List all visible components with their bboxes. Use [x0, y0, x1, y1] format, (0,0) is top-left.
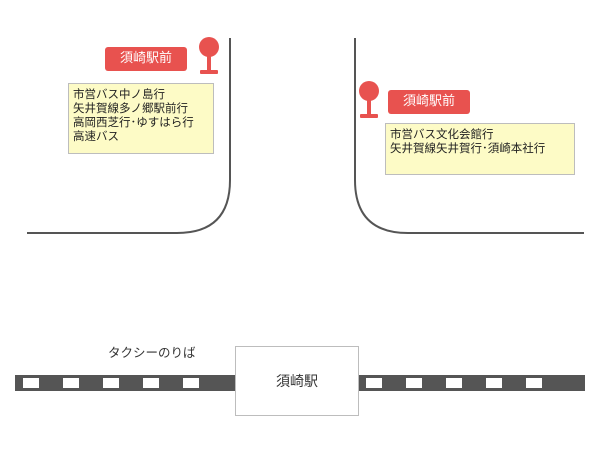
- station-name: 須崎駅: [276, 374, 318, 390]
- route-item: 市営バス文化会館行: [390, 127, 494, 141]
- bus-stop-label: 須崎駅前: [105, 47, 187, 71]
- bus-stop-label: 須崎駅前: [388, 90, 470, 114]
- route-list: 市営バス文化会館行 矢井賀線矢井賀行･須崎本社行: [385, 123, 575, 175]
- bus-stop-icon: [359, 81, 379, 118]
- bus-stop-icon: [199, 37, 219, 74]
- station-building: 須崎駅: [235, 346, 359, 416]
- rail-tie: [63, 378, 79, 388]
- rail-tie: [486, 378, 502, 388]
- route-item: 矢井賀線多ノ郷駅前行: [73, 101, 188, 115]
- road-left: [27, 38, 231, 234]
- rail-band: [358, 375, 585, 391]
- rail-tie: [143, 378, 159, 388]
- route-list: 市営バス中ノ島行 矢井賀線多ノ郷駅前行 高岡西芝行･ゆすはら行 高速バス: [68, 83, 214, 154]
- rail-tie: [526, 378, 542, 388]
- road-right: [354, 38, 584, 234]
- route-item: 矢井賀線矢井賀行･須崎本社行: [390, 141, 546, 155]
- rail-tie: [103, 378, 119, 388]
- rail-tie: [366, 378, 382, 388]
- railway-track: [15, 375, 585, 391]
- rail-band: [15, 375, 236, 391]
- rail-tie: [446, 378, 462, 388]
- taxi-stand-label: タクシーのりば: [108, 345, 196, 360]
- route-item: 高岡西芝行･ゆすはら行: [73, 115, 194, 129]
- route-item: 市営バス中ノ島行: [73, 87, 165, 101]
- rail-tie: [183, 378, 199, 388]
- rail-tie: [406, 378, 422, 388]
- route-item: 高速バス: [73, 129, 119, 143]
- rail-tie: [23, 378, 39, 388]
